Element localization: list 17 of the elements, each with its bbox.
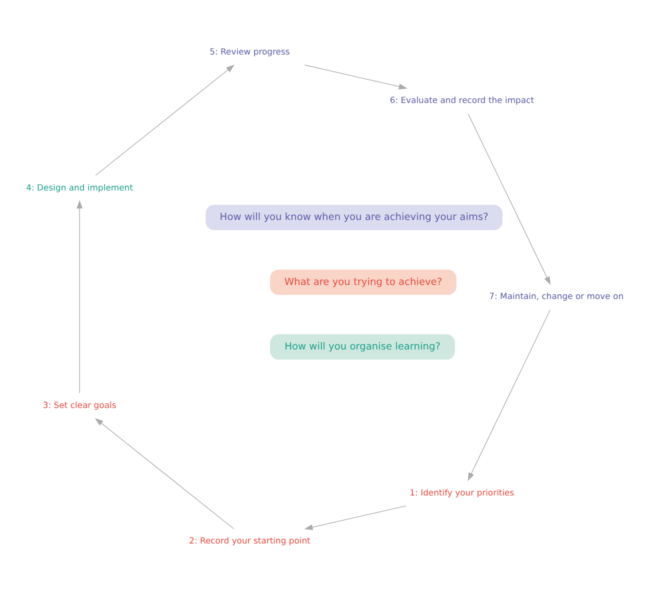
arrow (304, 64, 408, 90)
arrow (95, 64, 234, 176)
node-text: 6: Evaluate and record the impact (390, 95, 534, 106)
node-text: 7: Maintain, change or move on (489, 291, 624, 302)
node-text: 2: Record your starting point (189, 536, 310, 546)
node-box: What are you trying to achieve? (269, 268, 458, 296)
arrow (94, 418, 234, 530)
node-box: How will you organise learning? (269, 334, 456, 360)
arrow (468, 310, 551, 482)
arrow (304, 505, 407, 530)
arrow (76, 200, 83, 394)
node-text: 3: Set clear goals (42, 400, 116, 410)
node-text: 1: Identify your priorities (410, 487, 514, 498)
arrow (468, 113, 551, 286)
node-text: 5: Review progress (210, 46, 290, 57)
node-text: 4: Design and implement (26, 182, 133, 192)
node-box: How will you know when you are achieving your aims? (204, 204, 504, 231)
